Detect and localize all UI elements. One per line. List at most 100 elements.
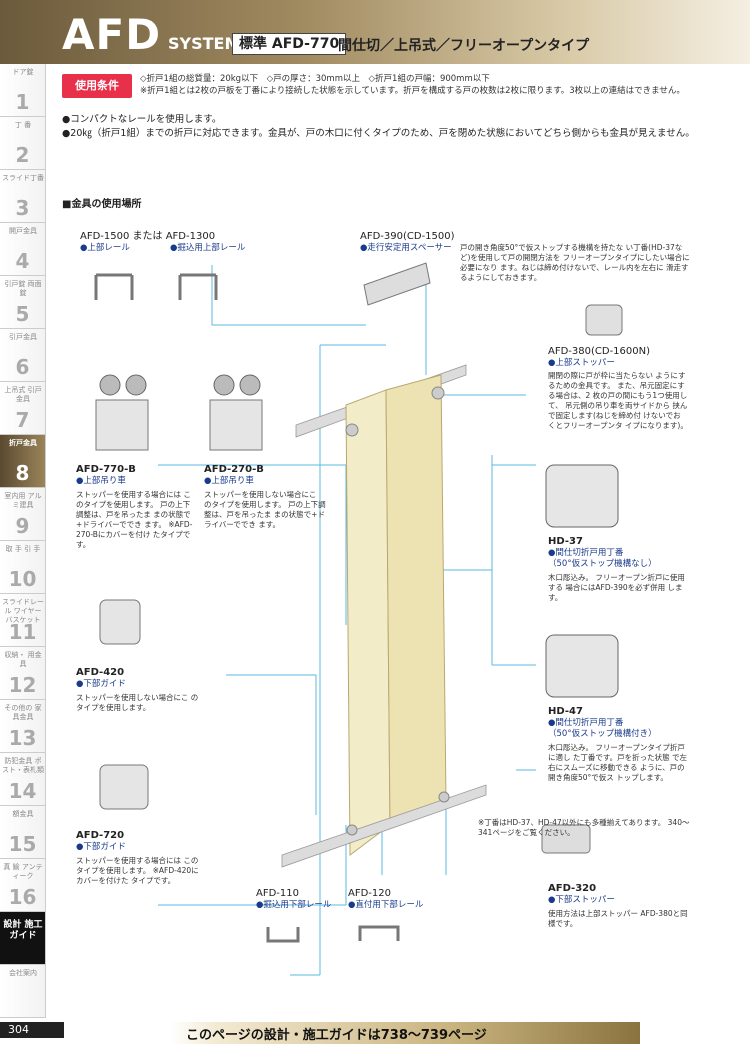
sidebar-tab-7[interactable]: 上吊式 引戸金具 7 [0,382,46,435]
sidebar-tab-label: その他の 家具金具 [4,704,42,721]
page-number: 304 [0,1022,64,1038]
rail-top-label: AFD-1500 または AFD-1300 [80,231,216,242]
sidebar-tab-17[interactable]: 設計 施工 ガイド [0,912,46,965]
afd110-sub: ●掘込用下部レール [256,900,332,910]
sidebar-tab-label: 額金具 [12,810,34,818]
sidebar-tab-label: 会社案内 [9,969,37,977]
hd47-desc: 木口彫込み。 フリーオープンタイプ折戸に適し た丁番です。戸を折った状態 で左右… [548,743,688,782]
sidebar-tab-9[interactable]: 室内用 アルミ建具 9 [0,488,46,541]
header-description: 間仕切／上吊式／フリーオープンタイプ [338,38,590,54]
sidebar-tab-label: 上吊式 引戸金具 [4,386,42,403]
afd390-name: AFD-390(CD-1500) [360,231,455,242]
sidebar-tab-number: 12 [8,673,37,697]
sidebar-tab-5[interactable]: 引戸錠 両面錠 5 [0,276,46,329]
sidebar-tab-label: 取 手 引 手 [5,545,41,553]
afd720-sub: ●下部ガイド [76,842,126,852]
afd110-name: AFD-110 [256,888,299,899]
door-diagram [94,262,623,976]
page-header [0,0,750,64]
afd380-desc: 開閉の際に戸が枠に当たらない ようにするための金具です。 また、吊元固定にする場… [548,371,688,430]
hd37-name: HD-37 [548,536,583,547]
sidebar-tab-label: 引戸金具 [9,333,37,341]
brand-system: SYSTEM [168,34,241,53]
section-title: ■金具の使用場所 [62,199,142,210]
sidebar-tab-label: ドア錠 [12,68,34,76]
sidebar-tab-number: 13 [8,726,37,750]
sidebar-tab-number: 8 [15,461,30,485]
hd47-sub2: （50°仮ストップ機構付き） [548,729,657,739]
sidebar-tab-13[interactable]: その他の 家具金具 13 [0,700,46,753]
afd270b-name: AFD-270-B [204,464,264,475]
sidebar-tab-18[interactable]: 会社案内 [0,965,46,1018]
afd770b-name: AFD-770-B [76,464,136,475]
sidebar-tab-number: 7 [15,408,30,432]
afd380-name: AFD-380(CD-1600N) [548,346,651,357]
afd120-name: AFD-120 [348,888,391,899]
afd770b-sub: ●上部吊り車 [76,476,126,486]
sidebar-tab-12[interactable]: 収納・ 用金具 12 [0,647,46,700]
footer-bar [170,1022,640,1044]
sidebar-tab-6[interactable]: 引戸金具 6 [0,329,46,382]
afd320-name: AFD-320 [548,883,597,894]
hinge-note: ※丁番はHD-37、HD-47以外にも多種揃えてあります。 340～341ページ… [478,818,690,837]
afd420-desc: ストッパーを使用しない場合にこ のタイプを使用します。 [76,693,199,712]
afd380-sub: ●上部ストッパー [548,358,615,368]
afd390-sub: ●走行安定用スペーサー [360,243,452,253]
sidebar-tab-number: 15 [8,832,37,856]
sidebar-tab-number: 3 [15,196,30,220]
sidebar-tab-number: 4 [15,249,30,273]
sidebar-tab-label: 防犯金具 ポスト・表札類 [2,757,44,774]
brand-title: AFD [62,10,162,59]
rail-top-sub: ●上部レール [80,243,130,253]
afd420-sub: ●下部ガイド [76,679,126,689]
afd390-desc: 戸の開き角度50°で仮ストップする機構を持たな い丁番(HD-37など)を使用し… [460,243,690,282]
sidebar-tab-2[interactable]: 丁 番 2 [0,117,46,170]
afd320-sub: ●下部ストッパー [548,895,615,905]
sidebar-tab-number: 11 [8,620,37,644]
afd770b-desc: ストッパーを使用する場合には このタイプを使用します。 戸の上下調整は、戸を吊っ… [76,490,193,549]
sidebar-tab-number: 10 [8,567,37,591]
sidebar-tab-10[interactable]: 取 手 引 手 10 [0,541,46,594]
feature-bullet-2: ●20㎏（折戸1組）までの折戸に対応できます。金具が、戸の木口に付くタイプのため… [62,128,695,139]
sidebar-tab-label: 設計 施工 ガイド [3,920,43,941]
hd37-sub2: （50°仮ストップ機構なし） [548,559,657,569]
afd720-name: AFD-720 [76,830,125,841]
model-badge: 標準 AFD-770 [232,33,347,55]
footer-guide-link[interactable]: このページの設計・施工ガイドは738～739ページ [186,1028,487,1043]
afd320-desc: 使用方法は上部ストッパー AFD-380と同様です。 [548,909,688,928]
sidebar-tab-label: 収納・ 用金具 [4,651,42,668]
hd37-sub1: ●間仕切折戸用丁番 [548,548,624,558]
rail-top-sub2: ●掘込用上部レール [170,243,246,253]
sidebar-tab-15[interactable]: 額金具 15 [0,806,46,859]
afd720-desc: ストッパーを使用する場合には このタイプを使用します。 ※AFD-420にカバー… [76,856,199,885]
sidebar-tab-number: 14 [8,779,37,803]
sidebar-tab-number: 6 [15,355,30,379]
sidebar-tab-8[interactable]: 折戸金具 8 [0,435,46,488]
usage-badge: 使用条件 [62,74,132,98]
sidebar-tab-label: 引戸錠 両面錠 [4,280,42,297]
afd420-name: AFD-420 [76,667,125,678]
sidebar-tab-number: 16 [8,885,37,909]
sidebar-tab-number: 9 [15,514,30,538]
hd47-name: HD-47 [548,706,583,717]
sidebar-tab-4[interactable]: 開戸金具 4 [0,223,46,276]
hd47-sub1: ●間仕切折戸用丁番 [548,718,624,728]
sidebar-tab-label: スライドレール ワイヤー バスケット [2,598,44,624]
sidebar-tab-label: 折戸金具 [9,439,37,447]
sidebar-tab-1[interactable]: ドア錠 1 [0,64,46,117]
hd37-desc: 木口彫込み。 フリーオープン折戸に使用する 場合にはAFD-390を必ず併用 し… [548,573,685,602]
usage-line-1: ◇折戸1組の総質量：20kg以下 ◇戸の厚さ：30mm以上 ◇折戸1組の戸幅：9… [140,74,490,84]
sidebar-tab-number: 2 [15,143,30,167]
sidebar-tab-label: 開戸金具 [9,227,37,235]
sidebar-tab-number: 1 [15,90,30,114]
sidebar-tab-label: 室内用 アルミ建具 [4,492,42,509]
feature-bullet-1: ●コンパクトなレールを使用します。 [62,114,222,125]
afd270b-sub: ●上部吊り車 [204,476,254,486]
sidebar-tab-14[interactable]: 防犯金具 ポスト・表札類 14 [0,753,46,806]
sidebar-tab-label: 丁 番 [14,121,32,129]
sidebar-tab-number: 5 [15,302,30,326]
